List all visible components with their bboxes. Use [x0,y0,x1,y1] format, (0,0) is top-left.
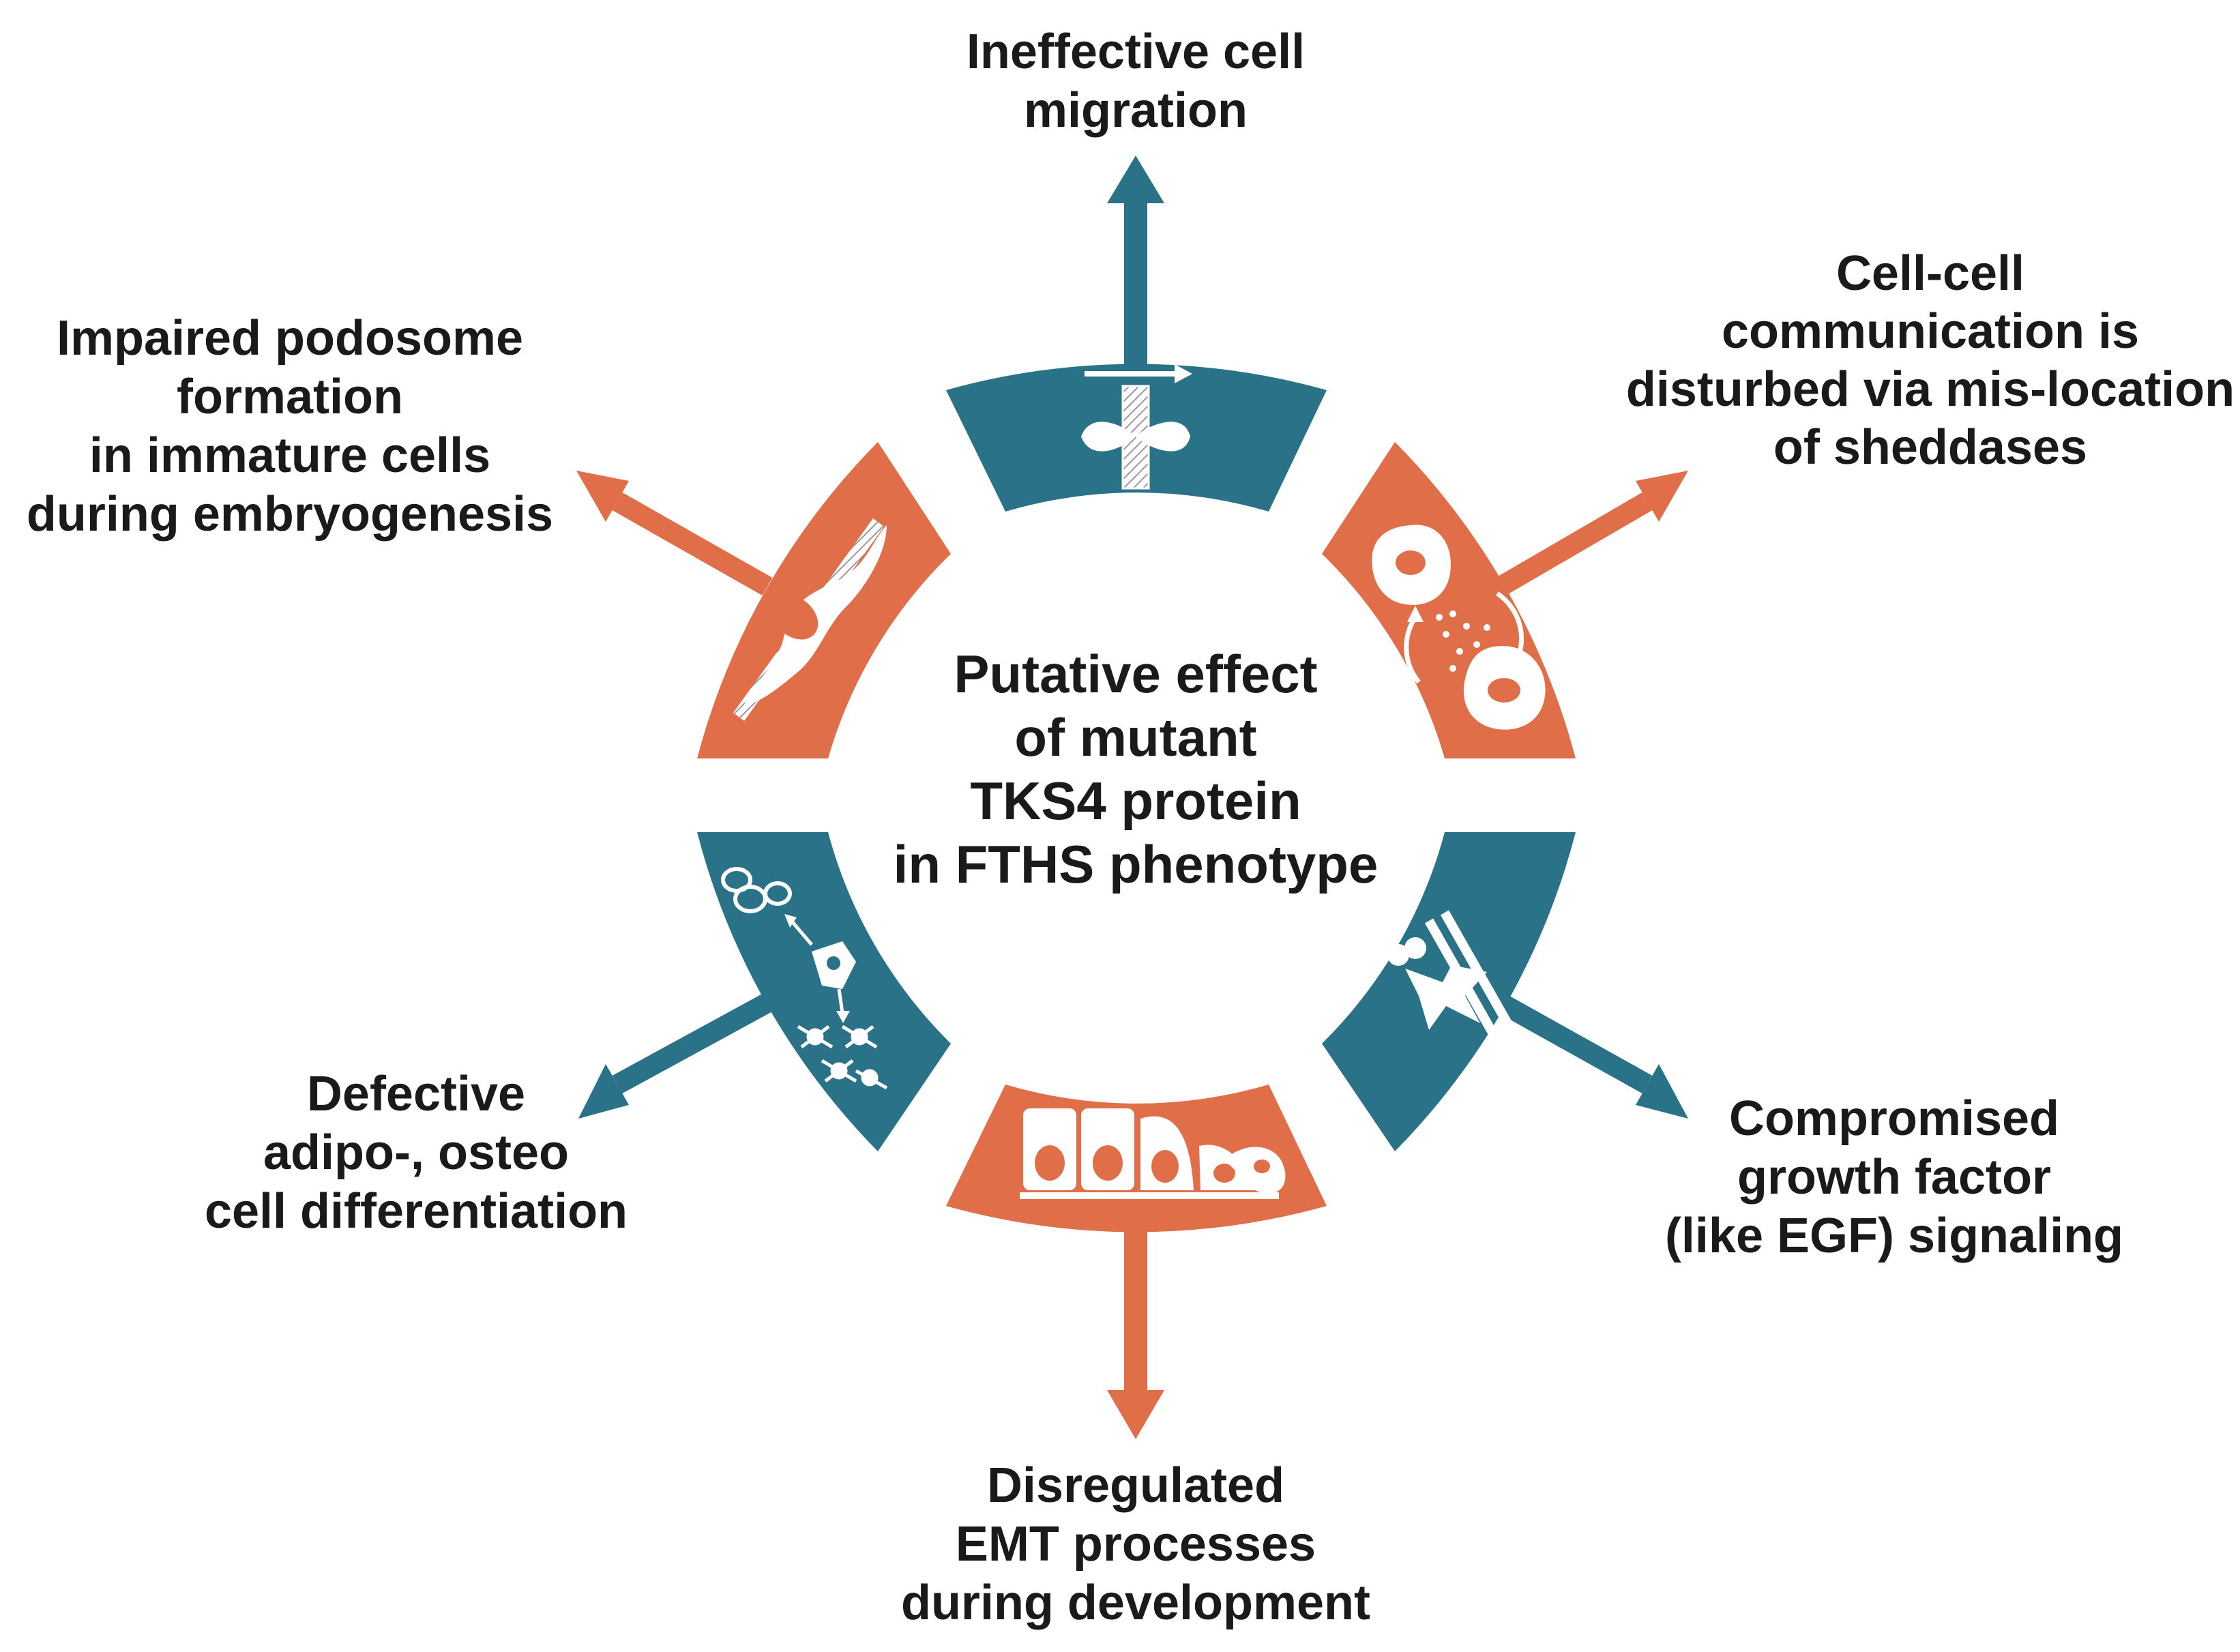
segment-lower-right: Compromised growth factor (like EGF) sig… [1322,832,2123,1263]
label-upper-right-line-1: Cell-cell [1836,246,2024,301]
label-top-line-1: Ineffective cell [967,25,1305,79]
label-upper-left-line-2: formation [177,370,403,424]
label-lower-right-line-2: growth factor [1737,1150,2051,1205]
label-top-line-2: migration [1024,83,1248,138]
segment-upper-left: Impaired podosome formation in immature … [27,311,951,758]
center-title-line-3: TKS4 protein [970,771,1301,831]
label-bottom-line-2: EMT processes [956,1517,1316,1572]
label-lower-right: Compromised growth factor (like EGF) sig… [1665,1091,2123,1263]
segment-bottom: Disregulated EMT processes during develo… [901,1085,1370,1630]
label-lower-left: Defective adipo-, osteo cell differentia… [205,1067,628,1239]
label-lower-left-line-2: adipo-, osteo [263,1125,569,1180]
podosome-cell-icon [733,518,887,721]
center-title-line-1: Putative effect [954,644,1317,704]
segment-upper-left-arrowhead [576,471,629,522]
segment-lower-left-arc [697,832,951,1151]
label-upper-left-line-3: in immature cells [89,428,490,483]
label-upper-left-line-1: Impaired podosome [57,311,523,366]
label-lower-right-line-1: Compromised [1729,1091,2059,1146]
label-lower-right-line-3: (like EGF) signaling [1665,1209,2123,1263]
segment-upper-right-arrow-shaft [1495,492,1653,595]
label-upper-left-line-4: during embryogenesis [27,487,553,542]
cell-migration-icon [1081,364,1192,490]
segment-upper-left-arrow-shaft [612,492,773,596]
segment-upper-right-arrowhead [1636,471,1688,522]
segment-bottom-arrowhead [1107,1390,1164,1439]
label-lower-left-line-1: Defective [307,1067,525,1121]
cell-differentiation-icon [721,867,888,1090]
segment-lower-right-arrow-shaft [1495,993,1653,1094]
segment-lower-left: Defective adipo-, osteo cell differentia… [205,832,951,1239]
center-title-line-4: in FTHS phenotype [894,834,1379,894]
label-upper-right-line-4: of sheddases [1773,420,2087,475]
label-upper-right-line-3: disturbed via mis-location [1626,362,2235,417]
center-title-line-2: of mutant [1014,707,1256,767]
segment-top: Ineffective cell migration [946,25,1327,512]
label-bottom-line-1: Disregulated [987,1458,1284,1513]
segment-lower-left-arrowhead [578,1064,629,1119]
label-upper-right: Cell-cell communication is disturbed via… [1626,246,2235,475]
segment-lower-left-arrow-shaft [612,993,773,1094]
segment-lower-right-arrowhead [1636,1064,1688,1119]
segment-upper-right: Cell-cell communication is disturbed via… [1322,246,2235,758]
label-bottom-line-3: during development [901,1576,1370,1630]
segment-top-arrowhead [1107,156,1164,203]
label-top: Ineffective cell migration [967,25,1305,138]
center-title: Putative effect of mutant TKS4 protein i… [894,644,1379,894]
label-upper-right-line-2: communication is [1722,304,2139,359]
cell-communication-icon [1372,525,1546,730]
label-upper-left: Impaired podosome formation in immature … [27,311,553,542]
receptor-signaling-icon [1387,910,1521,1050]
label-lower-left-line-3: cell differentiation [205,1184,628,1239]
label-bottom: Disregulated EMT processes during develo… [901,1458,1370,1630]
emt-cells-icon [1020,1108,1286,1199]
